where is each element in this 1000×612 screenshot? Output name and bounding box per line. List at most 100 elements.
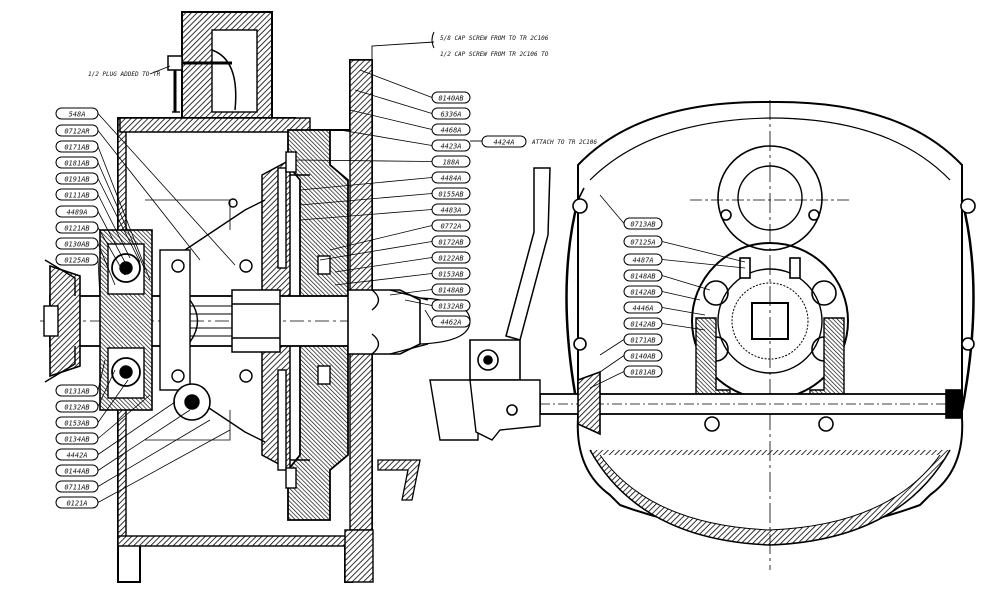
leader-line bbox=[97, 394, 151, 439]
leader-line bbox=[339, 129, 433, 146]
part-tag: 4442A bbox=[55, 401, 176, 461]
leader-line bbox=[97, 409, 191, 471]
part-tag-label: 0148AB bbox=[630, 273, 655, 281]
part-tag: 4484A bbox=[299, 171, 471, 191]
leader-line bbox=[334, 273, 433, 286]
leader-line bbox=[97, 379, 129, 423]
part-tag: 0772A bbox=[329, 219, 471, 251]
leader-line bbox=[97, 113, 236, 266]
part-tag: 0140AB bbox=[359, 69, 471, 104]
part-tag: 4462A bbox=[424, 309, 471, 328]
leader-line bbox=[97, 401, 176, 455]
end-view bbox=[469, 100, 976, 570]
leader-line bbox=[299, 209, 433, 221]
part-tag-label: 0153AB bbox=[64, 420, 89, 428]
part-tag-label: 0713AB bbox=[630, 221, 655, 229]
part-tag-label: 0121A bbox=[66, 500, 87, 508]
part-tag-label: 0171AB bbox=[630, 337, 655, 345]
part-tag-label: 0134AB bbox=[64, 436, 89, 444]
part-tag-label: 0172AB bbox=[438, 239, 463, 247]
leader-line bbox=[661, 259, 746, 269]
part-tag-label: 0772A bbox=[440, 223, 461, 231]
leader-line bbox=[661, 275, 711, 291]
leader-line bbox=[97, 162, 146, 271]
part-tag: 0155AB bbox=[299, 187, 471, 206]
leader-line bbox=[359, 69, 433, 98]
part-tag: 0125AB bbox=[55, 253, 101, 301]
part-tag-label: 0125AB bbox=[64, 257, 89, 265]
leader-line bbox=[97, 130, 201, 261]
part-tag-label: 188A bbox=[443, 159, 460, 167]
part-tag: 0130AB bbox=[55, 237, 116, 286]
part-tag: 548A bbox=[55, 107, 236, 266]
leader-line bbox=[97, 194, 131, 259]
part-tag: 6336A bbox=[354, 89, 471, 120]
note-cap-screw-2: 1/2 CAP SCREW FROM TR 2C106 TO bbox=[440, 51, 549, 58]
outlet-pipe bbox=[377, 459, 421, 501]
part-tag: 0153AB bbox=[334, 267, 471, 286]
part-tag-label: 0140AB bbox=[630, 353, 655, 361]
part-tag-label: 0181AB bbox=[630, 369, 655, 377]
part-tag-label: 0122AB bbox=[438, 255, 463, 263]
leader-line bbox=[97, 429, 231, 503]
part-tag-label: 0191AB bbox=[64, 176, 89, 184]
part-tag: 4446A bbox=[623, 301, 706, 316]
leader-line bbox=[97, 227, 126, 276]
part-tag-label: 0144AB bbox=[64, 468, 89, 476]
part-tag: 0132AB bbox=[404, 299, 471, 312]
part-tag: 0142AB bbox=[623, 317, 706, 331]
part-tag-label: 0142AB bbox=[630, 321, 655, 329]
part-tag: 4489A bbox=[55, 205, 129, 269]
part-tag: 0171AB bbox=[55, 140, 151, 281]
part-tag: 0711AB bbox=[55, 419, 211, 493]
leader-line bbox=[661, 291, 701, 301]
part-tag-label: 4462A bbox=[440, 319, 461, 327]
note-attach: ATTACH TO TR 2C106 bbox=[531, 139, 597, 146]
part-tag-label: 07125A bbox=[630, 239, 655, 247]
part-tag-label: 0132AB bbox=[438, 303, 463, 311]
leader-line bbox=[661, 323, 706, 331]
part-tag-label: 6336A bbox=[440, 111, 461, 119]
part-tag: 0111AB bbox=[55, 188, 131, 259]
leader-line bbox=[295, 159, 433, 162]
part-tag-label: 0155AB bbox=[438, 191, 463, 199]
part-tag: 0148AB bbox=[623, 269, 711, 291]
upper-flange bbox=[717, 145, 823, 251]
part-tag-label: 0121AB bbox=[64, 225, 89, 233]
part-tag: 0122AB bbox=[334, 251, 471, 273]
part-tag: 0140AB bbox=[599, 349, 663, 373]
part-tag: 0153AB bbox=[55, 379, 129, 429]
part-tag-label: 4442A bbox=[66, 452, 87, 460]
case-outline bbox=[576, 100, 964, 534]
center-label-group: 0140AB6336A4468A4423A188A4484A0155AB4483… bbox=[295, 69, 471, 328]
part-tag-label: 4487A bbox=[632, 257, 653, 265]
right-label-group: 0713AB07125A4487A0148AB0142AB4446A0142AB… bbox=[589, 194, 746, 389]
clutch-section-view bbox=[40, 11, 471, 583]
leader-line bbox=[589, 371, 625, 389]
part-tag: 0121A bbox=[55, 429, 231, 509]
part-tag-extra: 4424A bbox=[470, 135, 527, 148]
leader-line bbox=[97, 259, 101, 301]
leader-line bbox=[97, 146, 151, 281]
leader-line bbox=[334, 257, 433, 273]
part-tag: 0134AB bbox=[55, 394, 151, 445]
part-tag: 0131AB bbox=[55, 359, 106, 397]
part-tag-label: 0711AB bbox=[64, 484, 89, 492]
part-tag-label: 0181AB bbox=[64, 160, 89, 168]
part-tag-label: 0111AB bbox=[64, 192, 89, 200]
part-tag: 0144AB bbox=[55, 409, 191, 477]
leader-line bbox=[599, 339, 625, 356]
part-tag: 0712AR bbox=[55, 124, 201, 261]
leader-line bbox=[354, 89, 433, 114]
part-tag-label: 4484A bbox=[440, 175, 461, 183]
part-tag-label: 0171AB bbox=[64, 144, 89, 152]
part-tag-label: 0148AB bbox=[438, 287, 463, 295]
part-tag: 0191AB bbox=[55, 172, 141, 263]
end-flange bbox=[49, 264, 81, 378]
part-tag-label: 4489A bbox=[66, 209, 87, 217]
part-tag-label: 0131AB bbox=[64, 388, 89, 396]
leader-line bbox=[329, 225, 433, 251]
part-tag-label: 0140AB bbox=[438, 95, 463, 103]
leader-line bbox=[97, 419, 211, 487]
